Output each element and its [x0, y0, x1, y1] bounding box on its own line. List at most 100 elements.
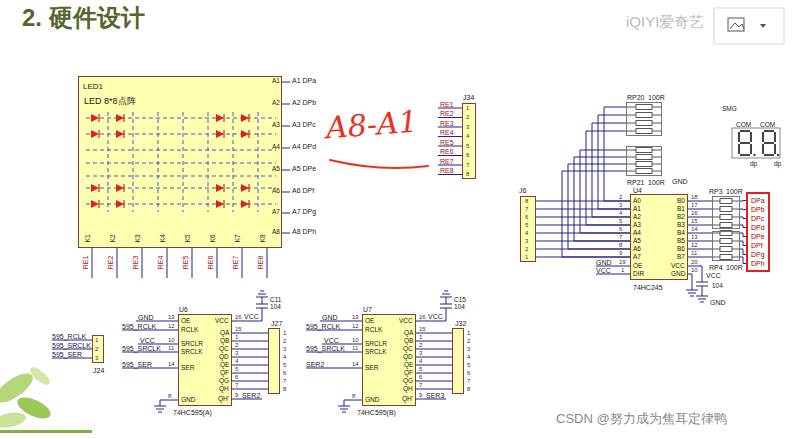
net-label: RE1 [82, 255, 89, 269]
pin-number: 7 [235, 382, 238, 388]
part-name: RP20 [627, 94, 645, 101]
net-label: RE6 [440, 148, 454, 155]
pin-name: A1 [633, 206, 641, 213]
pin-name: B2 [677, 214, 685, 221]
net-label: A6 DPf [292, 187, 314, 194]
wire [416, 349, 452, 350]
pin-name: A5 [272, 166, 280, 173]
net-label: VCC [706, 272, 721, 279]
part-name: RP4 [709, 264, 723, 271]
pin-number: 2 [525, 246, 528, 252]
pin-name: A2 [633, 214, 641, 221]
pin-number: 3 [283, 346, 286, 352]
resistor-pack: RP20100R [626, 102, 662, 136]
pin-number: 13 [352, 314, 359, 320]
net-label: GND [322, 314, 338, 321]
wire [416, 373, 452, 374]
pin-name: A6 [272, 188, 280, 195]
pin-number: 17 [691, 202, 698, 208]
net-label: VCC [428, 313, 443, 320]
pin-number: 2 [467, 338, 470, 344]
wire [562, 171, 630, 257]
pin-number: 1 [283, 330, 286, 336]
pin-name: SRCLR [181, 341, 203, 348]
pin-number: 14 [691, 226, 698, 232]
pin-name: K1 [85, 234, 92, 242]
pin-number: 6 [419, 374, 422, 380]
pin-number: 14 [168, 361, 175, 367]
wire [688, 217, 712, 218]
net-label: A4 DPd [292, 143, 316, 150]
net-label: RE1 [440, 101, 454, 108]
pin-number: 15 [235, 326, 242, 332]
pin-number: 4 [525, 230, 528, 236]
pin-number: 7 [467, 378, 470, 384]
pin-number: 7 [466, 162, 469, 168]
pin-name: A3 [272, 122, 280, 129]
pin-number: 6 [466, 152, 469, 158]
pin-number: 3 [467, 346, 470, 352]
resistor-pack: RP4100R [712, 231, 740, 261]
pin-name: SER [365, 365, 378, 372]
net-label: SER3 [426, 392, 444, 399]
part-value: 100R [726, 188, 743, 195]
pin-name: QB [220, 338, 229, 345]
wire-bundle [232, 333, 268, 389]
pin-number: 16 [419, 314, 426, 320]
pin-name: B1 [677, 206, 685, 213]
pin-number: 7 [525, 206, 528, 212]
pin-name: A7 [633, 254, 641, 261]
wire [568, 164, 630, 249]
pin-number: 1 [621, 267, 624, 273]
pin-number: 3 [235, 350, 238, 356]
resistor-pack: RP3100R [712, 196, 740, 229]
part-value: DPg [751, 250, 765, 259]
pin-name: VCC [399, 318, 413, 325]
pin-number: 1 [419, 334, 422, 340]
pin-number: 5 [419, 366, 422, 372]
pin-name: K8 [260, 234, 267, 242]
wire [416, 341, 452, 342]
net-label: 595_SRCLK [52, 342, 91, 349]
net-label: RE3 [440, 120, 454, 127]
connector: J32 [452, 328, 464, 394]
pin-number: 5 [235, 366, 238, 372]
pin-number: 5 [525, 222, 528, 228]
pin-number: 4 [283, 354, 286, 360]
pin-number: 20 [691, 259, 698, 265]
pin-number: 1 [467, 330, 470, 336]
pin-number: 8 [467, 386, 470, 392]
slide-title: 2. 硬件设计 [22, 5, 145, 31]
pin-number: 4 [467, 354, 470, 360]
pin-name: SRCLR [365, 341, 387, 348]
part-value: C15 [454, 297, 466, 304]
pin-number: 11 [168, 345, 174, 351]
pin-name: B0 [677, 198, 685, 205]
pin-number: 2 [419, 342, 422, 348]
pin-name: COM [736, 122, 751, 129]
pin-number: 6 [235, 374, 238, 380]
net-label: RE8 [440, 167, 454, 174]
pin-name: SRCLK [181, 349, 203, 356]
pin-number: 8 [619, 242, 622, 248]
pin-name: QH' [218, 396, 229, 403]
pin-name: SMG [722, 106, 737, 113]
pin-name: QD [403, 354, 413, 361]
pin-name: COM [760, 122, 775, 129]
pin-name: A0 [633, 198, 641, 205]
pin-name: B6 [677, 246, 685, 253]
pin-name: QA [220, 330, 229, 337]
net-label: 595_RCLK [122, 323, 156, 330]
pin-name: K6 [210, 234, 217, 242]
part-value: DPh [751, 259, 765, 268]
part-value: DPf [751, 241, 765, 250]
pin-number: 1 [95, 337, 98, 343]
pin-name: SER [181, 365, 194, 372]
net-label: 595_RCLK [306, 323, 340, 330]
net-label: A2 DPb [292, 99, 316, 106]
pin-number: 15 [419, 326, 426, 332]
pin-name: A1 [272, 78, 280, 85]
part-value: 104 [454, 304, 465, 311]
resistor-symbols [626, 105, 740, 260]
